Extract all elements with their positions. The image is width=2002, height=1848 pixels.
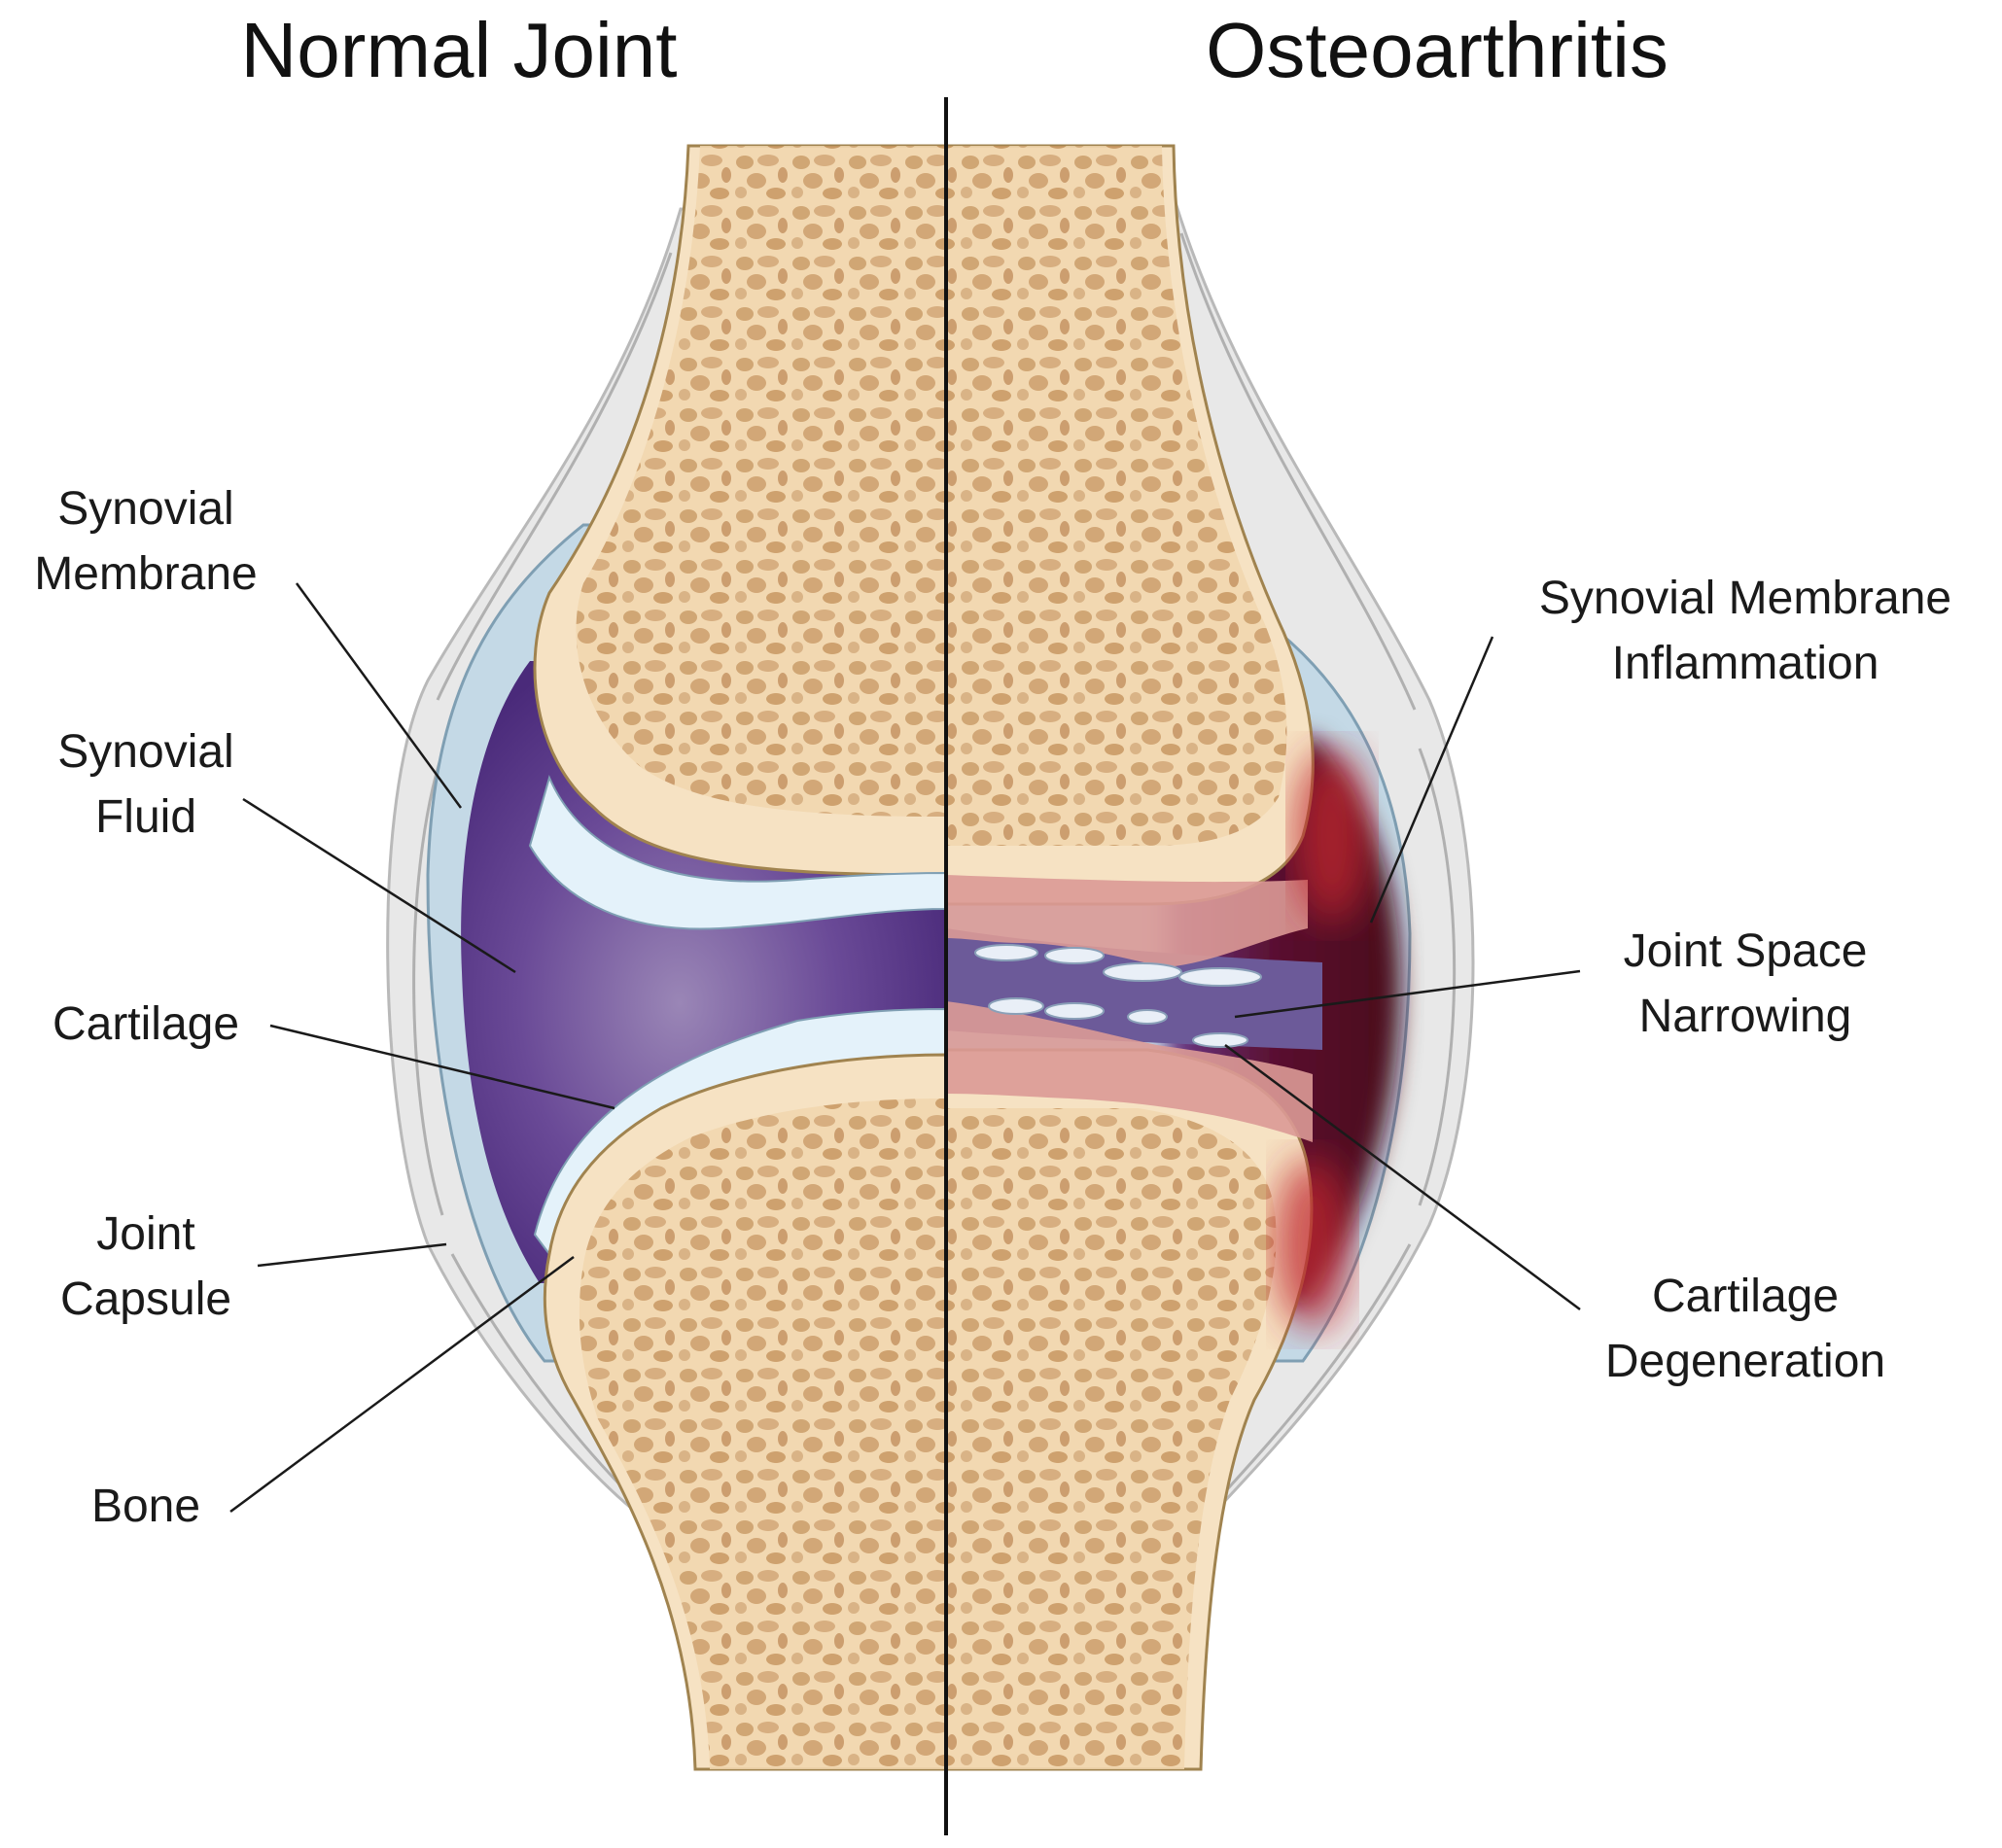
label-synovial-fluid: Synovial Fluid [10, 719, 282, 850]
upper-cartilage-degraded [946, 875, 1308, 967]
label-membrane-inflammation-line1: Synovial Membrane [1538, 573, 1952, 624]
upper-bone-spongy-left [576, 146, 946, 817]
label-synovial-membrane: Synovial Membrane [10, 476, 282, 607]
title-osteoarthritis: Osteoarthritis [1206, 7, 1668, 93]
leader-cartilage-degeneration [1224, 1043, 1581, 1311]
label-joint-space-narrowing: Joint Space Narrowing [1493, 919, 1998, 1049]
label-synovial-membrane-line1: Synovial [57, 483, 234, 535]
lower-bone-spongy-right [946, 1108, 1277, 1769]
label-bone-line1: Bone [90, 1481, 201, 1532]
capsule-fiber-lines [412, 252, 673, 1499]
label-membrane-inflammation: Synovial Membrane Inflammation [1493, 566, 1998, 696]
label-synovial-fluid-line2: Fluid [94, 791, 197, 843]
leader-cartilage [269, 1024, 615, 1110]
lower-cartilage-degraded [946, 1001, 1313, 1142]
inflammation-glow-upper [1293, 749, 1371, 924]
label-synovial-membrane-line2: Membrane [34, 548, 258, 600]
capsule-fiber-lines-right [1179, 232, 1457, 1499]
label-bone: Bone [10, 1474, 282, 1539]
leader-joint-capsule [257, 1242, 447, 1268]
leader-lines [229, 582, 1581, 1514]
leader-joint-space [1234, 969, 1581, 1019]
label-joint-capsule: Joint Capsule [10, 1202, 282, 1332]
label-cartilage-degeneration-line2: Degeneration [1604, 1336, 1886, 1387]
title-normal-joint: Normal Joint [240, 7, 678, 93]
label-cartilage-degeneration-line1: Cartilage [1651, 1271, 1840, 1322]
upper-bone-spongy-right [946, 146, 1287, 846]
leader-synovial-membrane [295, 582, 463, 809]
label-joint-capsule-line1: Joint [96, 1208, 195, 1260]
label-joint-space-narrowing-line1: Joint Space [1623, 925, 1868, 977]
lower-bone-spongy-left [579, 1098, 946, 1769]
leader-membrane-inflammation [1369, 636, 1494, 924]
inflammation-glow-lower [1274, 1157, 1352, 1332]
label-synovial-fluid-line1: Synovial [57, 726, 234, 778]
cartilage-fragments [974, 944, 1262, 1048]
leader-bone [229, 1255, 575, 1514]
normal-joint-illustration [386, 144, 946, 1771]
label-joint-space-narrowing-line2: Narrowing [1638, 991, 1852, 1042]
leader-synovial-fluid [242, 797, 516, 974]
osteoarthritis-illustration [946, 144, 1475, 1771]
label-membrane-inflammation-line2: Inflammation [1611, 638, 1879, 689]
label-cartilage-line1: Cartilage [52, 998, 240, 1050]
label-cartilage: Cartilage [10, 992, 282, 1057]
label-cartilage-degeneration: Cartilage Degeneration [1493, 1264, 1998, 1394]
label-joint-capsule-line2: Capsule [59, 1273, 232, 1325]
